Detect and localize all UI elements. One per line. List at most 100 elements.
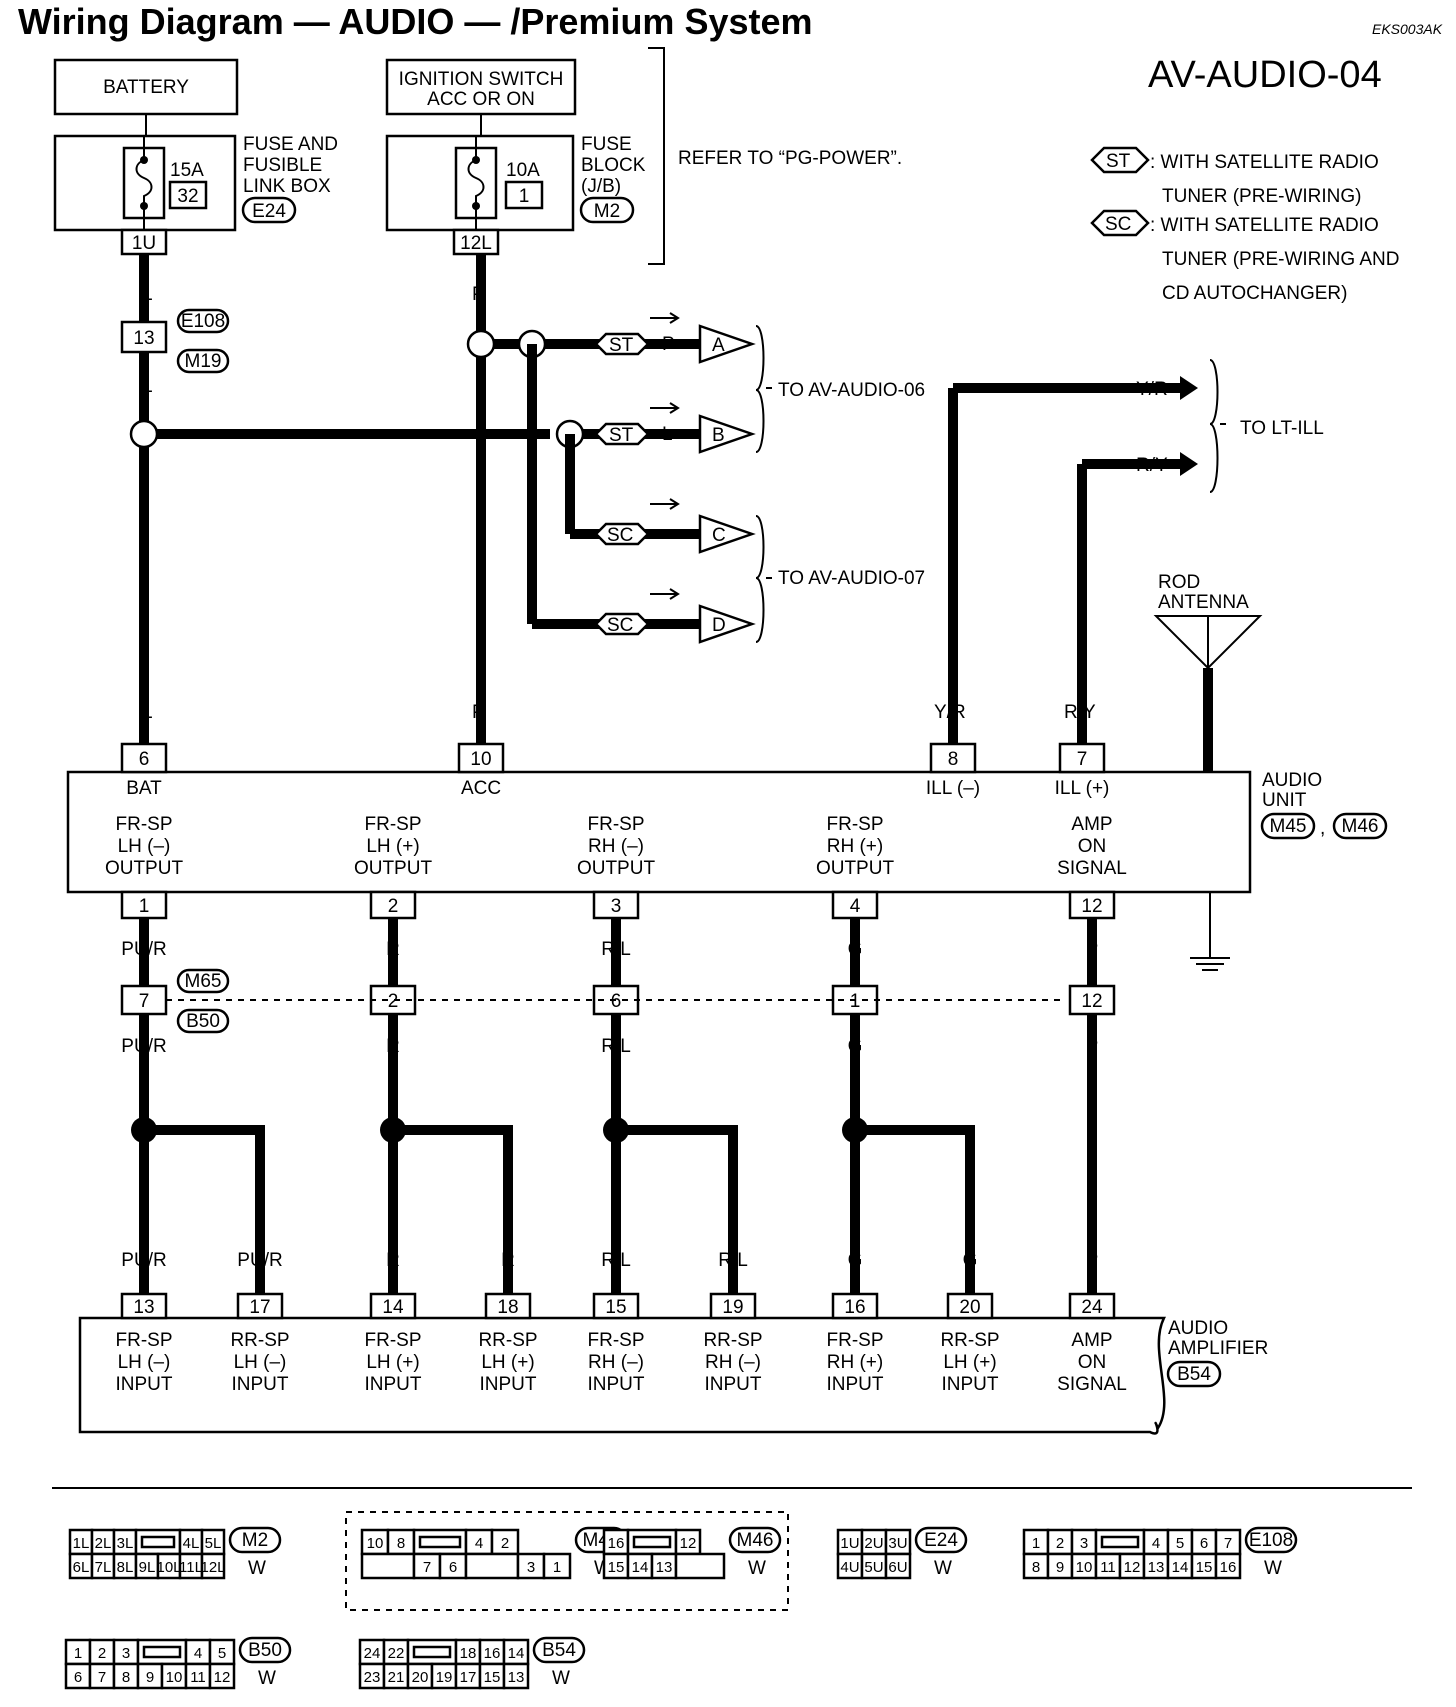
e108-connector-id: E108 <box>181 311 225 332</box>
wire-rr-branch-0 <box>144 1125 265 1294</box>
connector-pin-label: 12 <box>680 1535 697 1552</box>
connector-latch <box>142 1645 182 1659</box>
amp-input-label-l1: FR-SP <box>116 1330 173 1351</box>
power-bracket <box>648 47 665 265</box>
amp-wire-color: G <box>963 1250 978 1271</box>
connector-pin-label: 11 <box>1100 1559 1116 1576</box>
antenna-label-1: ROD <box>1158 572 1200 593</box>
wire-label-yr-top: Y/R <box>1136 379 1168 400</box>
connector-a-label: A <box>712 335 725 356</box>
connector-cavity <box>1190 1552 1218 1580</box>
splice-bat <box>129 419 159 449</box>
amp-pin-number: 15 <box>605 1297 626 1318</box>
connector-latch <box>418 1535 462 1549</box>
connector-pin-label: 3 <box>1080 1535 1088 1552</box>
connector-pin-label: 20 <box>412 1669 429 1686</box>
connector-cavity <box>1094 1552 1122 1580</box>
fuse-1-number: 32 <box>177 186 198 207</box>
connector-pin-label: 16 <box>484 1645 501 1662</box>
connector-view-id: M46 <box>737 1530 774 1551</box>
output-label-l3: SIGNAL <box>1057 858 1127 879</box>
connector-pin-label: 10L <box>156 1559 181 1576</box>
connector-view-id: E24 <box>924 1530 958 1551</box>
amp-input-label-l1: FR-SP <box>365 1330 422 1351</box>
connector-pin-label: 3 <box>527 1559 535 1576</box>
amp-input-label-l3: INPUT <box>827 1374 884 1395</box>
wire-label-l-b: L <box>662 424 673 445</box>
amp-pin-number: 13 <box>133 1297 154 1318</box>
connector-cavity <box>386 1528 416 1556</box>
output-label-l3: OUTPUT <box>105 858 184 879</box>
sc-badge-d <box>594 612 650 636</box>
amp-wire-color: R <box>386 1250 400 1271</box>
connector-pin-label: 19 <box>436 1669 453 1686</box>
pin-box <box>1058 742 1106 774</box>
amp-pin-number: 18 <box>497 1297 518 1318</box>
connector-pin-label: 10 <box>166 1669 183 1686</box>
audio-unit-name-2: UNIT <box>1262 790 1307 811</box>
b54-connector-id: B54 <box>1177 1364 1211 1385</box>
connector-pin-label: 18 <box>460 1645 477 1662</box>
connector-pin-label: 2 <box>98 1645 106 1662</box>
e24-connector-badge <box>241 196 297 224</box>
connector-cavity <box>360 1552 416 1580</box>
audio-amplifier-box <box>78 1316 1167 1435</box>
sc-legend-line3: CD AUTOCHANGER) <box>1162 283 1347 304</box>
connector-cavity <box>650 1552 678 1580</box>
amp-input-label-l1: RR-SP <box>703 1330 762 1351</box>
wire-label-l-3: L <box>142 702 153 723</box>
bracket-lt-ill <box>1209 359 1226 493</box>
connector-view-color: W <box>1264 1558 1282 1579</box>
connector-pin-label: 23 <box>364 1669 381 1686</box>
output-pin-number: 3 <box>611 896 622 917</box>
connector-view-id: B54 <box>542 1640 576 1661</box>
connector-pin-label: 2L <box>95 1535 112 1552</box>
connector-cavity <box>1214 1528 1242 1556</box>
wire-color-upper: R <box>386 939 400 960</box>
connector-pin-label: 12 <box>214 1669 231 1686</box>
mid-connector-pin: 1 <box>850 991 861 1012</box>
amp-input-label-l2: LH (+) <box>943 1352 996 1373</box>
amp-wire-color: G <box>848 1250 863 1271</box>
connector-view-badge <box>238 1636 292 1664</box>
amp-input-label-l3: INPUT <box>705 1374 762 1395</box>
connector-pin-label: 6U <box>888 1559 907 1576</box>
e108-connector-badge <box>176 308 230 334</box>
amp-input-label-l3: INPUT <box>588 1374 645 1395</box>
audio-unit-box <box>66 770 1252 894</box>
legend-sc: SC : WITH SATELLITE RADIO TUNER (PRE-WIR… <box>1090 209 1400 304</box>
amp-pin-box <box>1068 1292 1116 1320</box>
connector-pin-label: 1 <box>553 1559 561 1576</box>
connector-cavity <box>184 1638 212 1666</box>
amp-pin-box <box>831 1292 879 1320</box>
amp-input-label-l1: RR-SP <box>940 1330 999 1351</box>
amp-input-label-l3: INPUT <box>232 1374 289 1395</box>
connector-cavity <box>602 1552 630 1580</box>
connector-pin-label: 5L <box>205 1535 222 1552</box>
direction-arrow-d <box>650 588 680 600</box>
offpage-d: SC D <box>594 588 756 644</box>
fuse-2-amp: 10A <box>506 160 540 181</box>
connector-pin-label: 14 <box>508 1645 525 1662</box>
splice-3 <box>842 1117 868 1143</box>
connector-pin-label: 22 <box>388 1645 405 1662</box>
connector-pin-label: 10 <box>1076 1559 1093 1576</box>
connector-cavity <box>88 1662 116 1690</box>
output-pin-box <box>369 890 417 920</box>
m2-connector-id: M2 <box>594 201 620 222</box>
connector-cavity <box>502 1662 530 1690</box>
connector-pin-label: 4U <box>840 1559 859 1576</box>
output-label-l1: AMP <box>1071 814 1112 835</box>
connector-pin-label: 17 <box>460 1669 477 1686</box>
connector-cavity <box>1214 1552 1242 1580</box>
connector-pin-label: 12L <box>200 1559 225 1576</box>
arrow-yr <box>1180 376 1198 400</box>
bracket-av-audio-07 <box>755 515 772 643</box>
